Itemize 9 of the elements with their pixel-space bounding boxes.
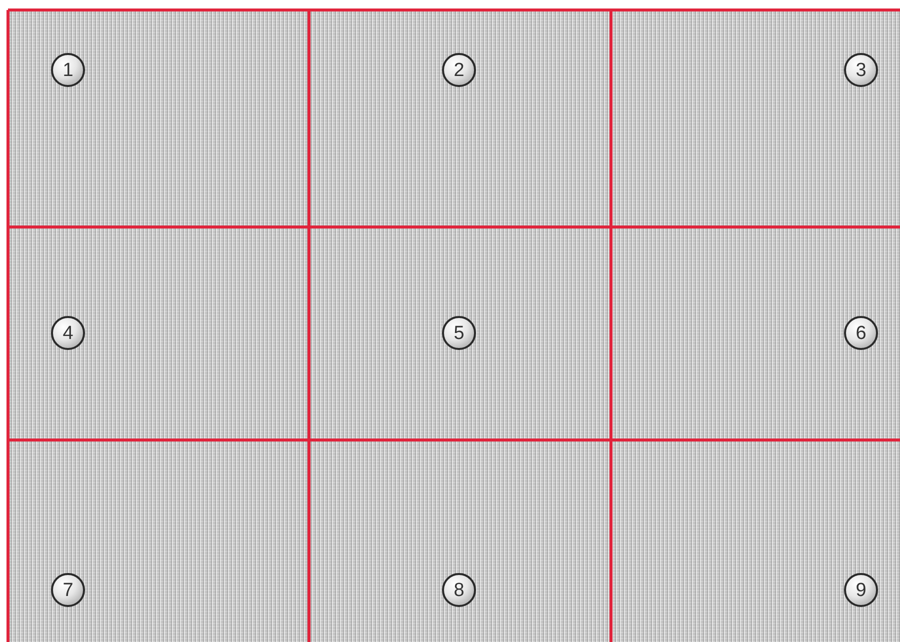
callout-number: 1 (62, 60, 74, 80)
callout-number: 2 (454, 60, 464, 80)
callout-number: 4 (62, 324, 74, 342)
callout-number: 8 (454, 580, 464, 600)
callout-number: 5 (454, 324, 464, 342)
callout-number: 7 (62, 580, 74, 600)
callout-number: 3 (856, 60, 866, 80)
callout-number: 6 (856, 324, 866, 342)
callout-number: 9 (856, 580, 866, 600)
